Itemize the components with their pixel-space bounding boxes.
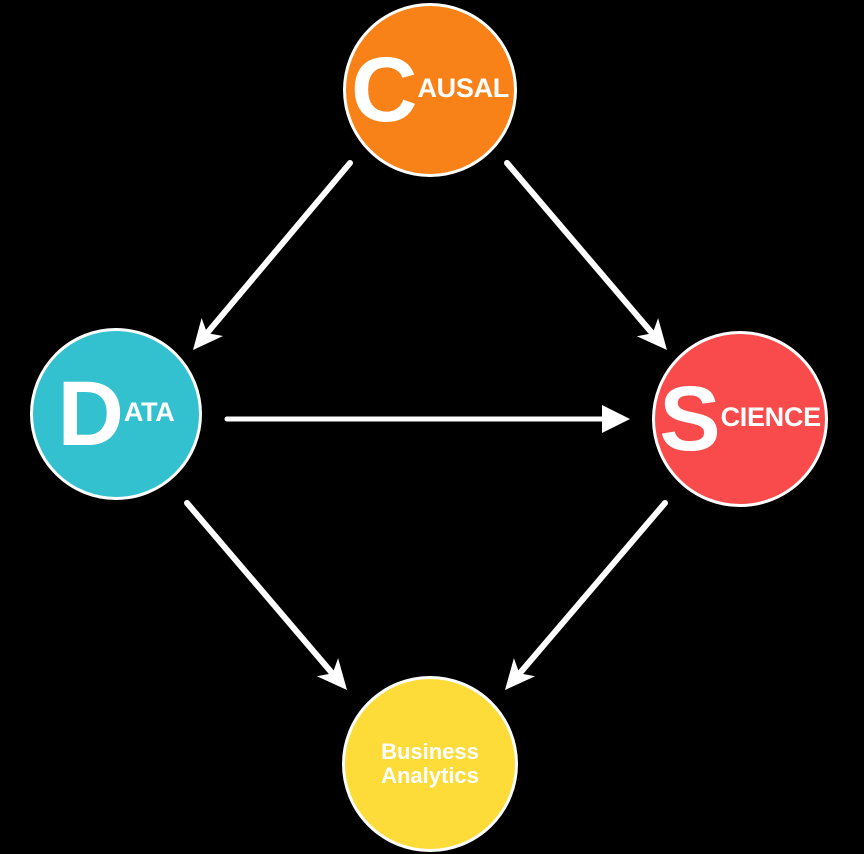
- node-data: D ATA: [30, 328, 202, 500]
- data-initial-letter: D: [57, 363, 124, 465]
- node-business-analytics: Business Analytics: [342, 676, 518, 852]
- node-causal: C AUSAL: [343, 3, 517, 177]
- causal-label: C AUSAL: [351, 44, 509, 136]
- arrow-causal-to-data-icon: [193, 160, 353, 350]
- arrow-causal-to-science-icon: [504, 160, 667, 350]
- science-label-rest: CIENCE: [720, 401, 822, 432]
- data-label-rest: ATA: [123, 396, 175, 427]
- science-label: S CIENCE: [659, 373, 821, 465]
- science-initial-letter: S: [659, 368, 721, 470]
- causal-label-rest: AUSAL: [417, 72, 509, 103]
- data-label: D ATA: [57, 368, 174, 460]
- arrow-data-to-science-icon: [224, 405, 630, 433]
- arrow-science-to-business-icon: [505, 500, 668, 690]
- business-analytics-label-line2: Analytics: [381, 763, 479, 788]
- arrow-data-to-business-icon: [184, 500, 347, 690]
- business-analytics-label: Business Analytics: [381, 740, 479, 788]
- business-analytics-label-line1: Business: [381, 739, 479, 764]
- node-science: S CIENCE: [652, 331, 828, 507]
- causal-initial-letter: C: [351, 39, 418, 141]
